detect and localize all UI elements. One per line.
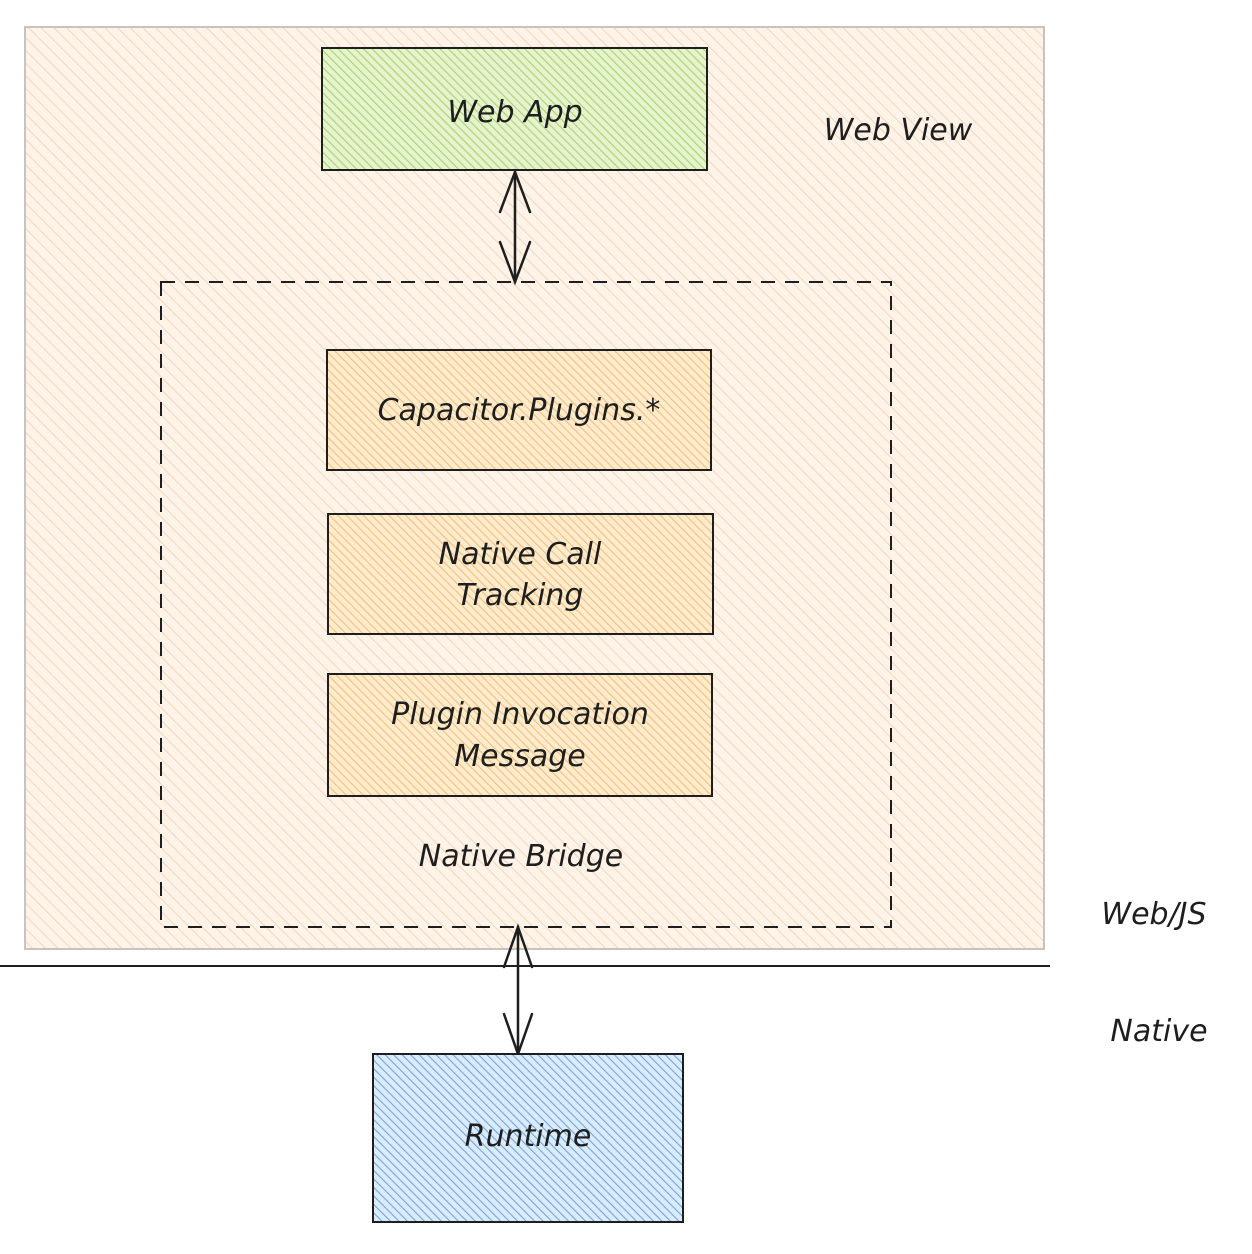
layer-label-native: Native: [1110, 1014, 1207, 1049]
component-native-call-tracking-line1: Native Call: [439, 537, 602, 572]
web-view-label: Web View: [824, 113, 973, 148]
component-native-call-tracking: Native Call Tracking: [327, 513, 714, 635]
native-bridge-label: Native Bridge: [419, 839, 623, 874]
layer-divider: Web/JS Native: [0, 897, 1208, 1049]
arrow-bridge-runtime-head-up: [502, 923, 534, 969]
component-native-call-tracking-line2: Tracking: [457, 578, 584, 613]
component-capacitor-plugins-box: [326, 349, 712, 471]
web-app-box: [321, 47, 708, 171]
component-capacitor-plugins-label: Capacitor.Plugins.*: [378, 393, 661, 428]
arrow-webapp-bridge-head-up: [498, 168, 532, 214]
component-capacitor-plugins: Capacitor.Plugins.*: [326, 349, 712, 471]
runtime-box: [372, 1053, 684, 1223]
native-bridge-container: Native Bridge: [160, 281, 892, 928]
arrow-webapp-bridge-head-down: [498, 240, 532, 286]
component-plugin-invocation-message-line2: Message: [454, 739, 585, 774]
arrow-webapp-bridge: [498, 168, 532, 286]
web-app-label: Web App: [447, 95, 582, 130]
component-plugin-invocation-message-line1: Plugin Invocation: [391, 697, 649, 732]
layer-label-web: Web/JS: [1101, 897, 1206, 932]
runtime-node: Runtime: [372, 1053, 684, 1223]
native-bridge-box: [160, 281, 892, 928]
runtime-label: Runtime: [465, 1119, 592, 1154]
component-native-call-tracking-box: [327, 513, 714, 635]
component-plugin-invocation-message-box: [327, 673, 713, 797]
web-app-node: Web App: [321, 47, 708, 171]
component-plugin-invocation-message: Plugin Invocation Message: [327, 673, 713, 797]
